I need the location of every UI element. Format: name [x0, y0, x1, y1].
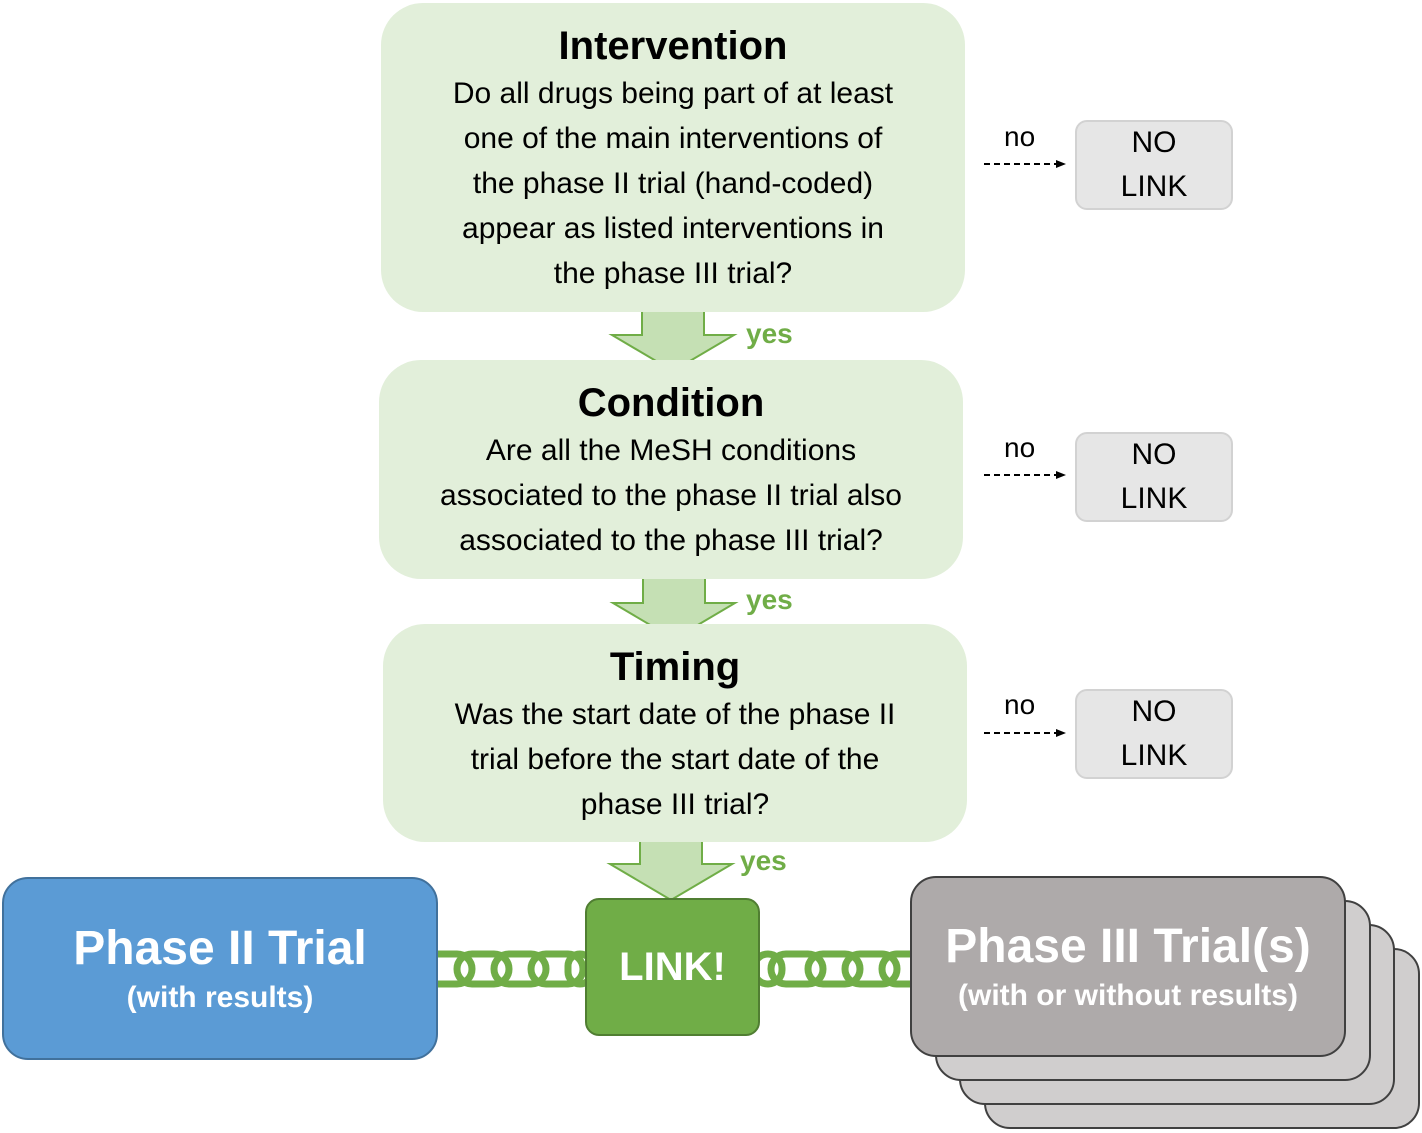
link-box: LINK!	[585, 898, 760, 1036]
timing-step: Timing Was the start date of the phase I…	[383, 624, 967, 842]
chain-right-icon	[750, 950, 934, 988]
yes-label: yes	[746, 318, 793, 349]
phase-iii-subtitle: (with or without results)	[958, 978, 1298, 1012]
step-question-line: phase III trial?	[580, 788, 770, 821]
phase-iii-trial-box: Phase III Trial(s) (with or without resu…	[910, 876, 1346, 1057]
step-question-line: the phase II trial (hand-coded)	[472, 167, 874, 200]
step-title: Intervention	[558, 24, 788, 68]
phase-iii-title: Phase III Trial(s)	[945, 919, 1311, 973]
no-link-box: NO LINK	[1075, 120, 1233, 210]
no-link-box: NO LINK	[1075, 689, 1233, 779]
step-question-line: associated to the phase II trial also	[440, 479, 902, 512]
chain-left-icon	[416, 950, 596, 988]
step-question-line: trial before the start date of the	[470, 743, 880, 776]
step-question-line: appear as listed interventions in	[462, 212, 884, 245]
step-question-line: one of the main interventions of	[463, 122, 883, 155]
condition-step: Condition Are all the MeSH conditions as…	[379, 360, 963, 579]
no-label: no	[1004, 432, 1036, 463]
yes-label: yes	[740, 845, 787, 876]
yes-arrow-3	[606, 835, 736, 902]
step-question-line: Was the start date of the phase II	[454, 698, 896, 731]
no-link-box: NO LINK	[1075, 432, 1233, 522]
phase-ii-subtitle: (with results)	[126, 980, 314, 1014]
yes-label: yes	[746, 584, 793, 615]
step-question-line: associated to the phase III trial?	[459, 524, 883, 557]
no-label: no	[1004, 121, 1036, 152]
step-question-line: the phase III trial?	[553, 257, 793, 290]
intervention-step: Intervention Do all drugs being part of …	[381, 3, 965, 312]
step-title: Condition	[577, 381, 765, 425]
step-title: Timing	[609, 645, 741, 689]
no-label: no	[1004, 689, 1036, 720]
step-question-line: Do all drugs being part of at least	[452, 77, 894, 110]
phase-ii-trial-box: Phase II Trial (with results)	[2, 877, 438, 1060]
phase-ii-title: Phase II Trial	[73, 921, 367, 975]
step-question-line: Are all the MeSH conditions	[485, 434, 857, 467]
